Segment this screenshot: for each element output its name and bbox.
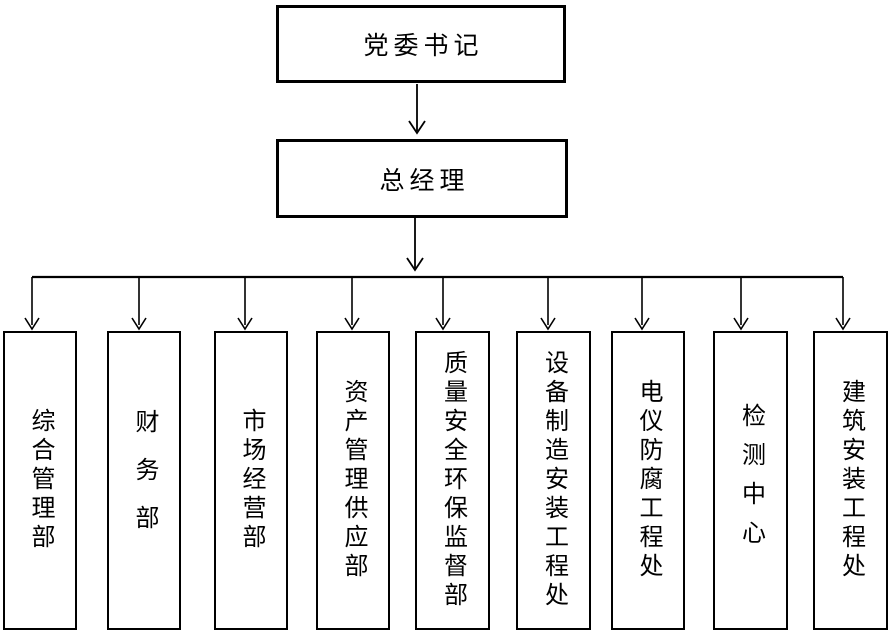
arrow-bus-to-dept-8 [733,277,749,331]
dept-label: 市场经营部 [238,408,264,553]
dept-label: 资产管理供应部 [340,379,366,582]
dept-label: 质量安全环保监督部 [439,350,466,611]
dept-box-asset-management-supply: 资产管理供应部 [316,331,390,630]
dept-box-testing-center: 检测中心 [713,331,788,630]
secretary-label: 党委书记 [363,33,484,60]
general-manager-box: 总经理 [276,139,568,218]
arrow-bus-to-dept-6 [540,277,556,331]
dept-box-comprehensive-management: 综合管理部 [3,331,77,630]
dept-label: 电仪防腐工程处 [635,379,661,582]
dept-box-construction-installation: 建筑安装工程处 [813,331,888,630]
dept-label: 财务部 [131,408,157,553]
dept-label: 综合管理部 [27,408,53,553]
dept-label: 建筑安装工程处 [837,379,864,582]
arrow-bus-to-dept-9 [835,277,851,331]
general-manager-label: 总经理 [379,167,470,195]
dept-box-market-operation: 市场经营部 [214,331,288,630]
dept-box-quality-safety-env-supervision: 质量安全环保监督部 [415,331,490,630]
arrow-bus-to-dept-1 [24,277,40,331]
arrow-secretary-to-gm [408,84,426,135]
arrow-gm-to-bus [406,218,424,272]
dept-box-equipment-manufacture-installation: 设备制造安装工程处 [516,331,591,630]
dept-label: 检测中心 [737,402,764,559]
arrow-bus-to-dept-5 [435,277,451,331]
arrow-bus-to-dept-2 [131,277,147,331]
dept-box-finance: 财务部 [107,331,181,630]
arrow-bus-to-dept-3 [237,277,253,331]
arrow-bus-to-dept-7 [634,277,650,331]
dept-label: 设备制造安装工程处 [540,350,567,611]
secretary-box: 党委书记 [276,5,566,83]
dept-box-electrical-instrument-anticorrosion: 电仪防腐工程处 [611,331,685,630]
arrow-bus-to-dept-4 [344,277,360,331]
